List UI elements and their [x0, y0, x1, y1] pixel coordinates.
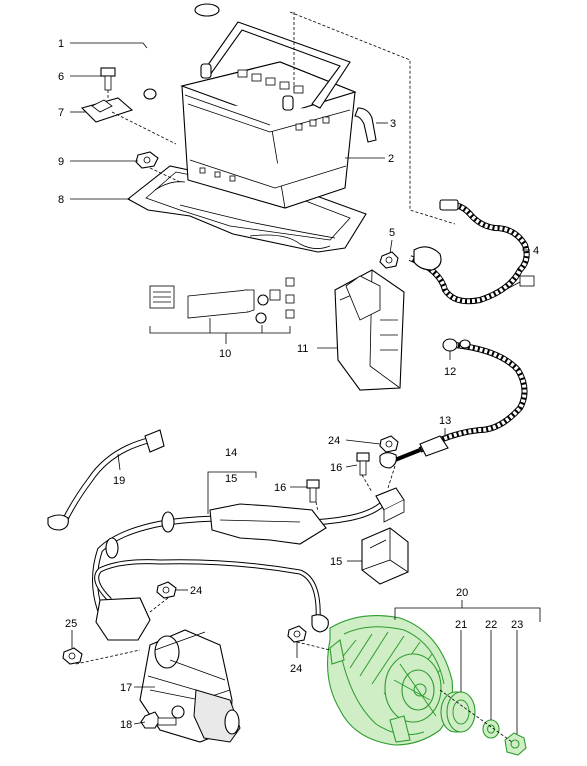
nut-24-middle[interactable] [156, 581, 177, 599]
callout-11: 11 [297, 343, 308, 355]
callout-24-upper: 24 [328, 435, 340, 447]
callout-16-upper: 16 [330, 462, 342, 474]
callout-19: 19 [113, 475, 125, 487]
control-module[interactable] [334, 269, 405, 391]
nut-25[interactable] [62, 647, 83, 665]
bolt-18[interactable] [140, 711, 177, 729]
nut-23[interactable] [504, 732, 527, 756]
ground-cable[interactable] [379, 338, 528, 469]
callout-15-top: 15 [225, 473, 237, 485]
callout-1: 1 [58, 38, 64, 50]
battery-tray[interactable] [127, 165, 367, 253]
callout-17: 17 [120, 682, 132, 694]
connector-block[interactable] [375, 487, 405, 523]
callout-labels: 1 6 7 9 8 3 2 5 4 10 11 12 13 24 14 15 1… [58, 38, 539, 731]
callout-22: 22 [485, 619, 497, 631]
bolt-6[interactable] [100, 67, 116, 91]
nut-24-upper[interactable] [379, 435, 399, 453]
callout-6: 6 [58, 71, 64, 83]
leader-lines [70, 42, 541, 734]
callout-21: 21 [455, 619, 467, 631]
callout-4: 4 [533, 245, 539, 257]
main-harness-14[interactable] [92, 493, 393, 641]
callout-7: 7 [58, 107, 64, 119]
callout-12: 12 [444, 366, 456, 378]
callout-18: 18 [120, 719, 132, 731]
callout-14: 14 [225, 447, 237, 459]
bolt-16-lower[interactable] [306, 479, 320, 503]
callout-13: 13 [439, 415, 451, 427]
callout-8: 8 [58, 194, 64, 206]
label-set[interactable] [149, 277, 295, 324]
callout-3: 3 [390, 118, 396, 130]
bolt-16-upper[interactable] [356, 452, 370, 476]
callout-20: 20 [456, 587, 468, 599]
pulley[interactable] [440, 691, 476, 733]
alternator[interactable] [327, 615, 454, 746]
battery-strap-19[interactable] [47, 429, 165, 531]
elbow-connector[interactable] [354, 107, 377, 143]
callout-24-lower: 24 [290, 663, 302, 675]
callout-9: 9 [58, 156, 64, 168]
nut-5[interactable] [379, 251, 399, 269]
bracket-15[interactable] [361, 527, 409, 585]
callout-5: 5 [389, 227, 395, 239]
callout-23: 23 [511, 619, 523, 631]
callout-10: 10 [219, 348, 231, 360]
battery-cable-short[interactable] [143, 3, 220, 100]
hold-down-clamp[interactable] [80, 97, 134, 123]
callout-25: 25 [65, 618, 77, 630]
dashed-assembly-lines [75, 11, 513, 743]
callout-16-lower: 16 [274, 482, 286, 494]
callout-24-middle: 24 [190, 585, 202, 597]
wiring-harness-4[interactable] [408, 199, 535, 305]
nut-24-lower[interactable] [287, 625, 307, 643]
battery[interactable] [180, 21, 357, 209]
nut-9[interactable] [135, 151, 159, 169]
callout-15-right: 15 [330, 556, 342, 568]
callout-2: 2 [388, 153, 394, 165]
